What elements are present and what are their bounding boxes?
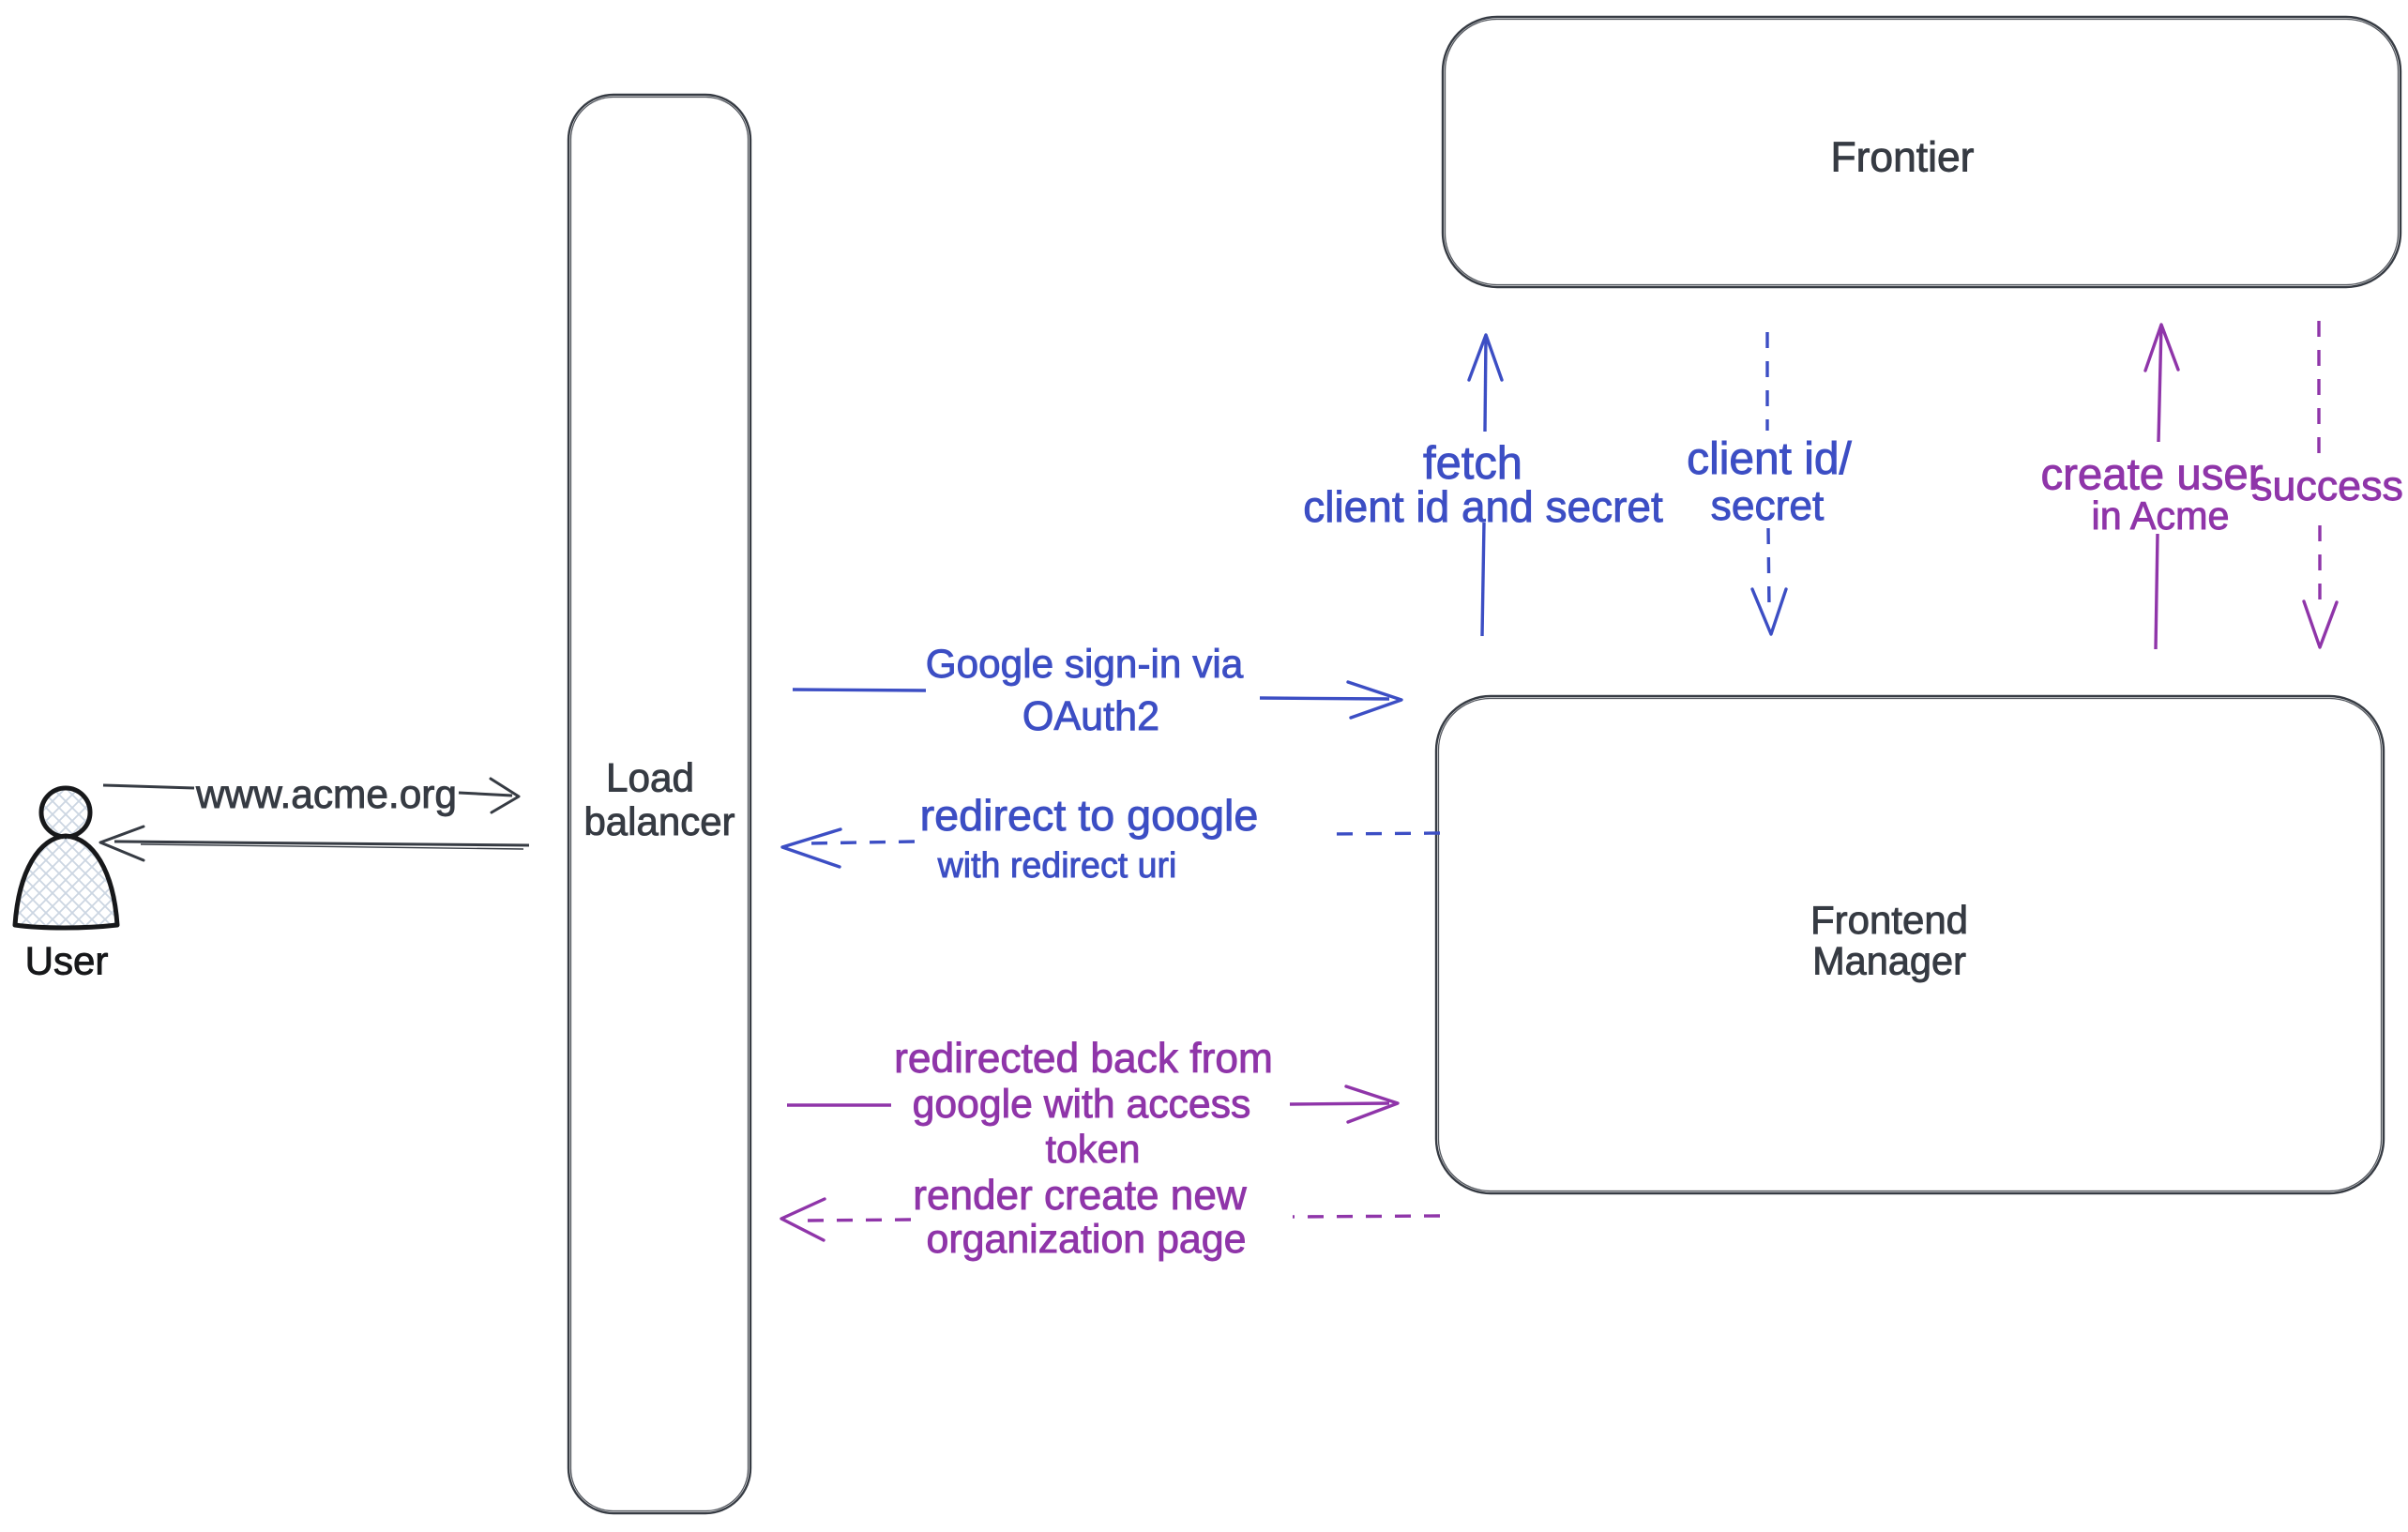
svg-text:secret: secret	[1711, 483, 1825, 529]
svg-text:client id/: client id/	[1687, 434, 1852, 484]
svg-text:Frontend: Frontend	[1810, 898, 1968, 942]
svg-text:OAuth2: OAuth2	[1022, 694, 1159, 739]
svg-text:Manager: Manager	[1812, 939, 1966, 983]
svg-text:Frontier: Frontier	[1831, 135, 1975, 181]
svg-text:www.acme.org: www.acme.org	[195, 772, 457, 816]
svg-text:redirect to google: redirect to google	[920, 791, 1259, 840]
svg-text:client id and secret: client id and secret	[1303, 482, 1663, 531]
svg-text:in Acme: in Acme	[2092, 494, 2230, 538]
svg-text:User: User	[25, 939, 109, 983]
svg-text:redirected back from: redirected back from	[894, 1036, 1273, 1082]
svg-text:render create new: render create new	[913, 1173, 1247, 1219]
svg-text:balancer: balancer	[583, 799, 735, 843]
svg-text:Load: Load	[606, 756, 694, 800]
svg-text:with redirect uri: with redirect uri	[937, 845, 1177, 885]
svg-text:create user: create user	[2040, 450, 2263, 500]
svg-text:success: success	[2251, 463, 2403, 509]
svg-text:Google sign-in via: Google sign-in via	[926, 642, 1244, 686]
svg-text:google with access: google with access	[913, 1082, 1251, 1127]
svg-text:token: token	[1045, 1128, 1140, 1171]
svg-text:fetch: fetch	[1423, 438, 1522, 489]
svg-text:organization page: organization page	[926, 1217, 1246, 1262]
